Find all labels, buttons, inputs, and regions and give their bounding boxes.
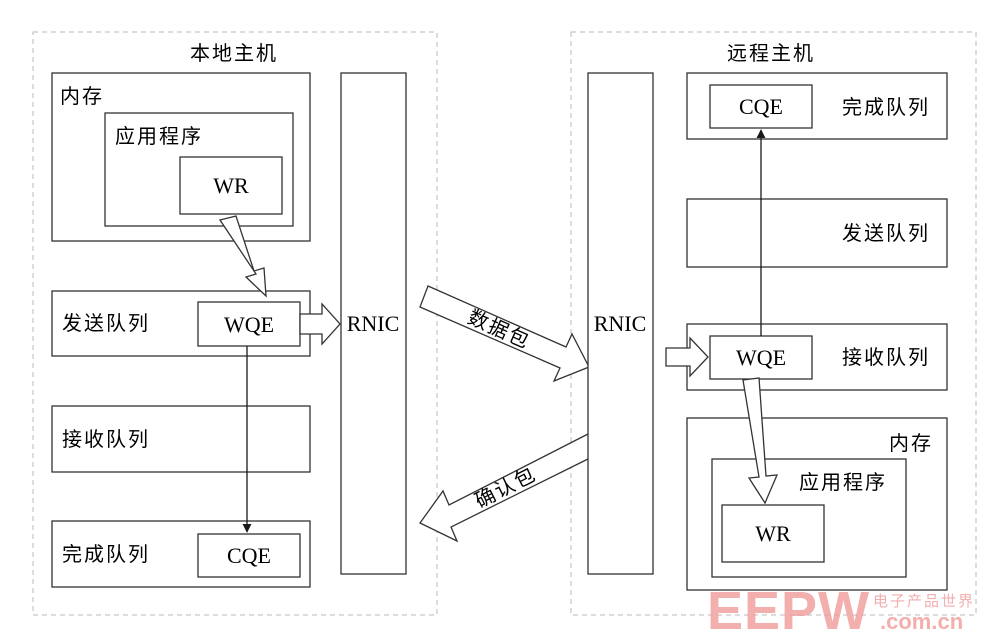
remote-wqe-box bbox=[709, 335, 813, 380]
remote-wqe-label: WQE bbox=[736, 345, 786, 370]
local-rnic-label: RNIC bbox=[347, 311, 400, 336]
local-app-label: 应用程序 bbox=[115, 124, 203, 148]
wr-to-wqe-arrow bbox=[218, 215, 267, 298]
remote-recv-queue-label: 接收队列 bbox=[842, 345, 930, 369]
remote-wr-box bbox=[721, 504, 825, 563]
watermark-domain: .com.cn bbox=[880, 609, 963, 634]
local-recv-queue-label: 接收队列 bbox=[62, 427, 150, 451]
local-cq-label: 完成队列 bbox=[62, 542, 150, 566]
remote-wr-label: WR bbox=[755, 521, 791, 546]
rnic-to-remote-wqe-arrow bbox=[665, 336, 709, 378]
remote-send-queue-label: 发送队列 bbox=[842, 221, 930, 245]
local-rnic-box bbox=[340, 72, 407, 575]
local-host-container bbox=[32, 31, 438, 616]
remote-cq-label: 完成队列 bbox=[842, 95, 930, 119]
watermark-brand: EEPW bbox=[707, 581, 870, 637]
local-recv-queue-box bbox=[51, 405, 311, 473]
data-packet-arrow: 数据包 bbox=[419, 285, 590, 383]
remote-memory-label: 内存 bbox=[889, 431, 933, 455]
local-cqe-box bbox=[197, 533, 301, 578]
remote-wqe-to-wr-arrow bbox=[742, 377, 779, 505]
remote-app-label: 应用程序 bbox=[799, 470, 887, 494]
local-host-title: 本地主机 bbox=[190, 41, 278, 65]
remote-cqe-box bbox=[709, 84, 813, 129]
ack-packet-arrow: 确认包 bbox=[419, 433, 597, 543]
wqe-to-rnic-arrow bbox=[299, 302, 341, 346]
eepw-watermark: EEPW 电子产品世界 .com.cn bbox=[707, 581, 975, 637]
local-wr-box bbox=[179, 156, 283, 215]
remote-host-container bbox=[570, 31, 977, 616]
remote-host-title: 远程主机 bbox=[727, 41, 815, 65]
ack-packet-label: 确认包 bbox=[471, 461, 541, 512]
remote-cqe-label: CQE bbox=[739, 94, 783, 119]
data-packet-label: 数据包 bbox=[464, 305, 534, 354]
local-send-queue-label: 发送队列 bbox=[62, 311, 150, 335]
local-cqe-label: CQE bbox=[227, 543, 271, 568]
watermark-tagline: 电子产品世界 bbox=[873, 592, 975, 610]
remote-rnic-label: RNIC bbox=[594, 311, 647, 336]
remote-rnic-box bbox=[587, 72, 654, 575]
local-wqe-label: WQE bbox=[224, 312, 274, 337]
local-wr-label: WR bbox=[213, 173, 249, 198]
remote-send-queue-box bbox=[686, 198, 948, 268]
local-memory-label: 内存 bbox=[60, 84, 104, 108]
